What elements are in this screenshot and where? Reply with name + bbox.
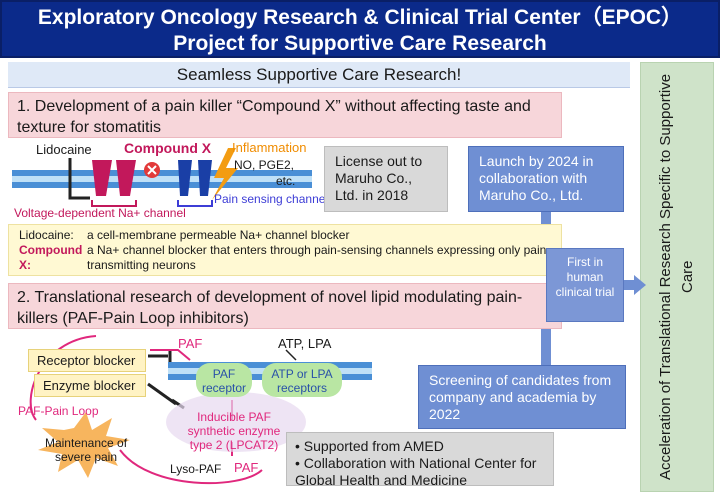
support-line-1: • Supported from AMED — [295, 438, 444, 454]
def-desc: a cell-membrane permeable Na+ channel bl… — [87, 228, 350, 242]
label-inflammation: Inflammation — [232, 140, 307, 155]
def-term: Lidocaine: — [19, 228, 74, 242]
side-panel — [640, 62, 714, 492]
label-mediators: NO, PGE2, — [234, 158, 295, 172]
membrane-1 — [12, 170, 312, 188]
label-maintenance: Maintenance of severe pain — [44, 436, 128, 464]
receptor-blocker: Receptor blocker — [28, 349, 146, 372]
label-na-channel: Voltage-dependent Na+ channel — [14, 206, 186, 220]
def-term: Compound X: — [19, 243, 83, 272]
label-compound-x: Compound X — [124, 140, 212, 156]
label-etc: etc. — [276, 174, 296, 188]
def-desc: a Na+ channel blocker that enters throug… — [87, 243, 551, 272]
lpa-receptor: ATP or LPA receptors — [262, 363, 342, 397]
section1-title: 1. Development of a pain killer “Compoun… — [8, 92, 562, 138]
header: Exploratory Oncology Research & Clinical… — [0, 0, 720, 58]
section2-title: 2. Translational research of development… — [8, 283, 562, 329]
label-lidocaine: Lidocaine — [36, 142, 92, 157]
paf-receptor: PAF receptor — [196, 363, 252, 397]
license-box: License out to Maruho Co., Ltd. in 2018 — [324, 146, 448, 212]
label-loop: PAF-Pain Loop — [18, 404, 99, 418]
header-title-line2: Project for Supportive Care Research — [173, 32, 547, 55]
first-trial-box: First in human clinical trial — [546, 248, 624, 322]
maintenance-burst — [38, 412, 130, 478]
enzyme-blocker: Enzyme blocker — [34, 374, 146, 397]
banner: Seamless Supportive Care Research! — [8, 62, 630, 88]
header-title-line1: Exploratory Oncology Research & Clinical… — [37, 6, 683, 29]
screening-box: Screening of candidates from company and… — [418, 365, 626, 429]
label-enzyme: Inducible PAF synthetic enzyme type 2 (L… — [187, 410, 281, 452]
label-atp-lpa: ATP, LPA — [278, 336, 332, 351]
label-lyso-paf: Lyso-PAF — [170, 462, 222, 476]
def-row-lidocaine: Lidocaine: a cell-membrane permeable Na+… — [19, 228, 551, 243]
label-paf-bottom: PAF — [234, 460, 259, 475]
label-paf-top: PAF — [178, 336, 203, 351]
launch-box: Launch by 2024 in collaboration with Mar… — [468, 146, 624, 212]
support-box: • Supported from AMED • Collaboration wi… — [286, 432, 554, 488]
def-row-compound-x: Compound X: a Na+ channel blocker that e… — [19, 243, 551, 273]
support-line-2: • Collaboration with National Center for… — [295, 455, 537, 488]
label-pain-channels: Pain sensing channels — [214, 192, 335, 206]
definitions-box: Lidocaine: a cell-membrane permeable Na+… — [8, 224, 562, 276]
